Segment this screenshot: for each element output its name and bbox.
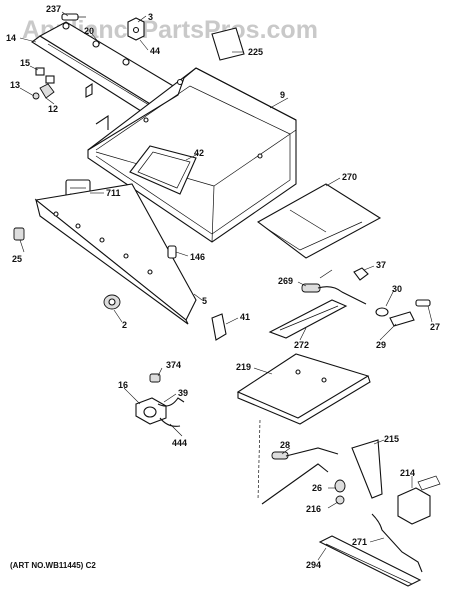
callout-28: 28 [280,440,290,450]
part-3-bracket [127,17,145,41]
callout-3: 3 [148,12,153,22]
part-37-nut [353,267,369,281]
callout-219: 219 [236,362,251,372]
part-28-tube [261,447,339,505]
part-272-burner [268,299,348,339]
part-25-clip [13,227,25,241]
part-219-pan [236,353,371,425]
callout-272: 272 [294,340,309,350]
callout-26: 26 [312,483,322,493]
part-42-frame [129,145,197,195]
callout-5: 5 [202,296,207,306]
callout-225: 225 [248,47,263,57]
part-16-valve-assembly [135,373,185,427]
callout-25: 25 [12,254,22,264]
callout-44: 44 [150,46,160,56]
callouts: 237 3 20 14 44 225 15 13 12 9 42 711 270… [6,4,440,570]
part-270-plate [256,183,382,259]
callout-216: 216 [306,504,321,514]
callout-237: 237 [46,4,61,14]
callout-146: 146 [190,252,205,262]
callout-27: 27 [430,322,440,332]
callout-271: 271 [352,537,367,547]
part-29-orifice [389,311,415,327]
leader-lines [19,11,433,561]
callout-2: 2 [122,320,127,330]
callout-13: 13 [10,80,20,90]
callout-12: 12 [48,104,58,114]
callout-29: 29 [376,340,386,350]
callout-16: 16 [118,380,128,390]
callout-41: 41 [240,312,250,322]
part-214-valve [397,475,441,525]
callout-444: 444 [172,438,187,448]
callout-39: 39 [178,388,188,398]
callout-270: 270 [342,172,357,182]
callout-20: 20 [84,26,94,36]
part-30-fitting [375,307,389,317]
part-5-front-panel [34,183,197,325]
part-26-fitting [334,479,346,505]
callout-374: 374 [166,360,181,370]
part-2-knob [103,294,121,310]
part-215-bracket [351,439,383,499]
callout-215: 215 [384,434,399,444]
part-15-orifices [32,67,55,100]
art-number-caption: (ART NO.WB11445) C2 [10,561,96,570]
callout-14: 14 [6,33,16,43]
part-294-bar [318,535,422,587]
part-269-tube [301,269,367,305]
callout-294: 294 [306,560,321,570]
part-9-burner-box [87,67,297,243]
part-27-screw [415,299,431,307]
callout-269: 269 [278,276,293,286]
part-41-shield [211,313,227,341]
callout-30: 30 [392,284,402,294]
callout-37: 37 [376,260,386,270]
callout-15: 15 [20,58,30,68]
callout-42: 42 [194,148,204,158]
callout-9: 9 [280,90,285,100]
callout-711: 711 [106,188,121,198]
assembly-line [257,419,261,501]
part-271-tube [371,513,423,573]
callout-214: 214 [400,468,415,478]
part-146-plug [167,245,177,259]
part-237-valve [61,13,86,21]
